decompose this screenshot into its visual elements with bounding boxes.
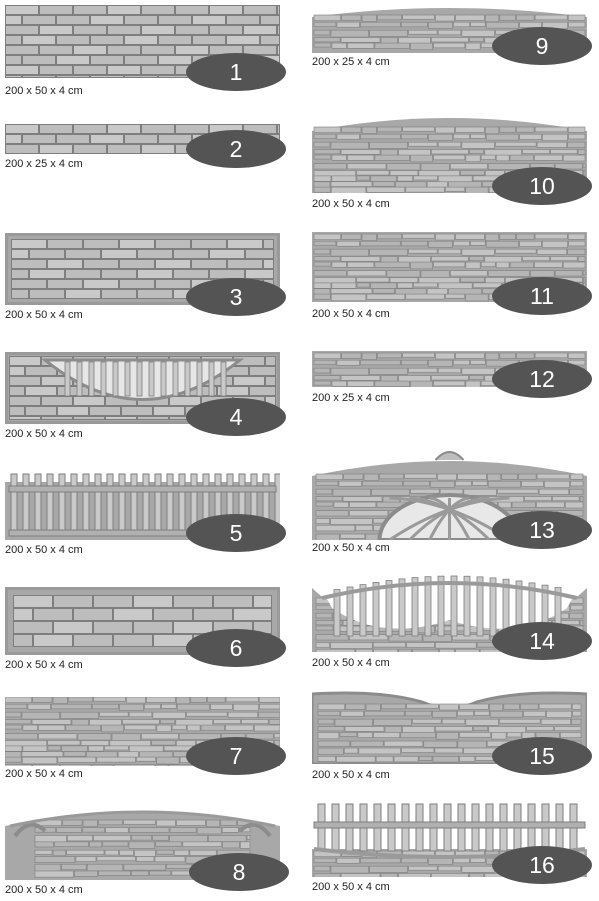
panel-number-badge-13: 13 — [492, 511, 592, 549]
panel-number-badge-2: 2 — [186, 130, 286, 168]
panel-number-badge-8: 8 — [189, 853, 289, 891]
panel-image-5 — [5, 472, 280, 540]
panel-number-badge-1: 1 — [186, 53, 286, 91]
panel-image-4 — [5, 352, 280, 424]
panel-dimensions-15: 200 x 50 x 4 cm — [312, 769, 390, 781]
panel-dimensions-12: 200 x 25 x 4 cm — [312, 392, 390, 404]
panel-image-6 — [5, 587, 280, 655]
panel-dimensions-11: 200 x 50 x 4 cm — [312, 308, 390, 320]
panel-dimensions-1: 200 x 50 x 4 cm — [5, 85, 83, 97]
panel-dimensions-14: 200 x 50 x 4 cm — [312, 657, 390, 669]
panel-dimensions-9: 200 x 25 x 4 cm — [312, 56, 390, 68]
panel-number-badge-7: 7 — [186, 737, 286, 775]
panel-dimensions-16: 200 x 50 x 4 cm — [312, 881, 390, 893]
panel-image-11 — [312, 232, 587, 302]
panel-number-badge-11: 11 — [492, 277, 592, 315]
panel-dimensions-10: 200 x 50 x 4 cm — [312, 198, 390, 210]
panel-number-badge-6: 6 — [186, 629, 286, 667]
panel-dimensions-6: 200 x 50 x 4 cm — [5, 659, 83, 671]
panel-number-badge-9: 9 — [492, 27, 592, 65]
panel-number-badge-10: 10 — [492, 167, 592, 205]
panel-dimensions-13: 200 x 50 x 4 cm — [312, 542, 390, 554]
panel-dimensions-3: 200 x 50 x 4 cm — [5, 309, 83, 321]
panel-number-badge-3: 3 — [186, 278, 286, 316]
panel-number-badge-4: 4 — [186, 398, 286, 436]
panel-number-badge-12: 12 — [492, 360, 592, 398]
panel-dimensions-2: 200 x 25 x 4 cm — [5, 158, 83, 170]
panel-number-badge-5: 5 — [186, 514, 286, 552]
panel-dimensions-8: 200 x 50 x 4 cm — [5, 884, 83, 896]
panel-dimensions-4: 200 x 50 x 4 cm — [5, 428, 83, 440]
panel-number-badge-14: 14 — [492, 622, 592, 660]
panel-dimensions-5: 200 x 50 x 4 cm — [5, 544, 83, 556]
panel-dimensions-7: 200 x 50 x 4 cm — [5, 768, 83, 780]
panel-number-badge-16: 16 — [492, 846, 592, 884]
panel-number-badge-15: 15 — [492, 737, 592, 775]
